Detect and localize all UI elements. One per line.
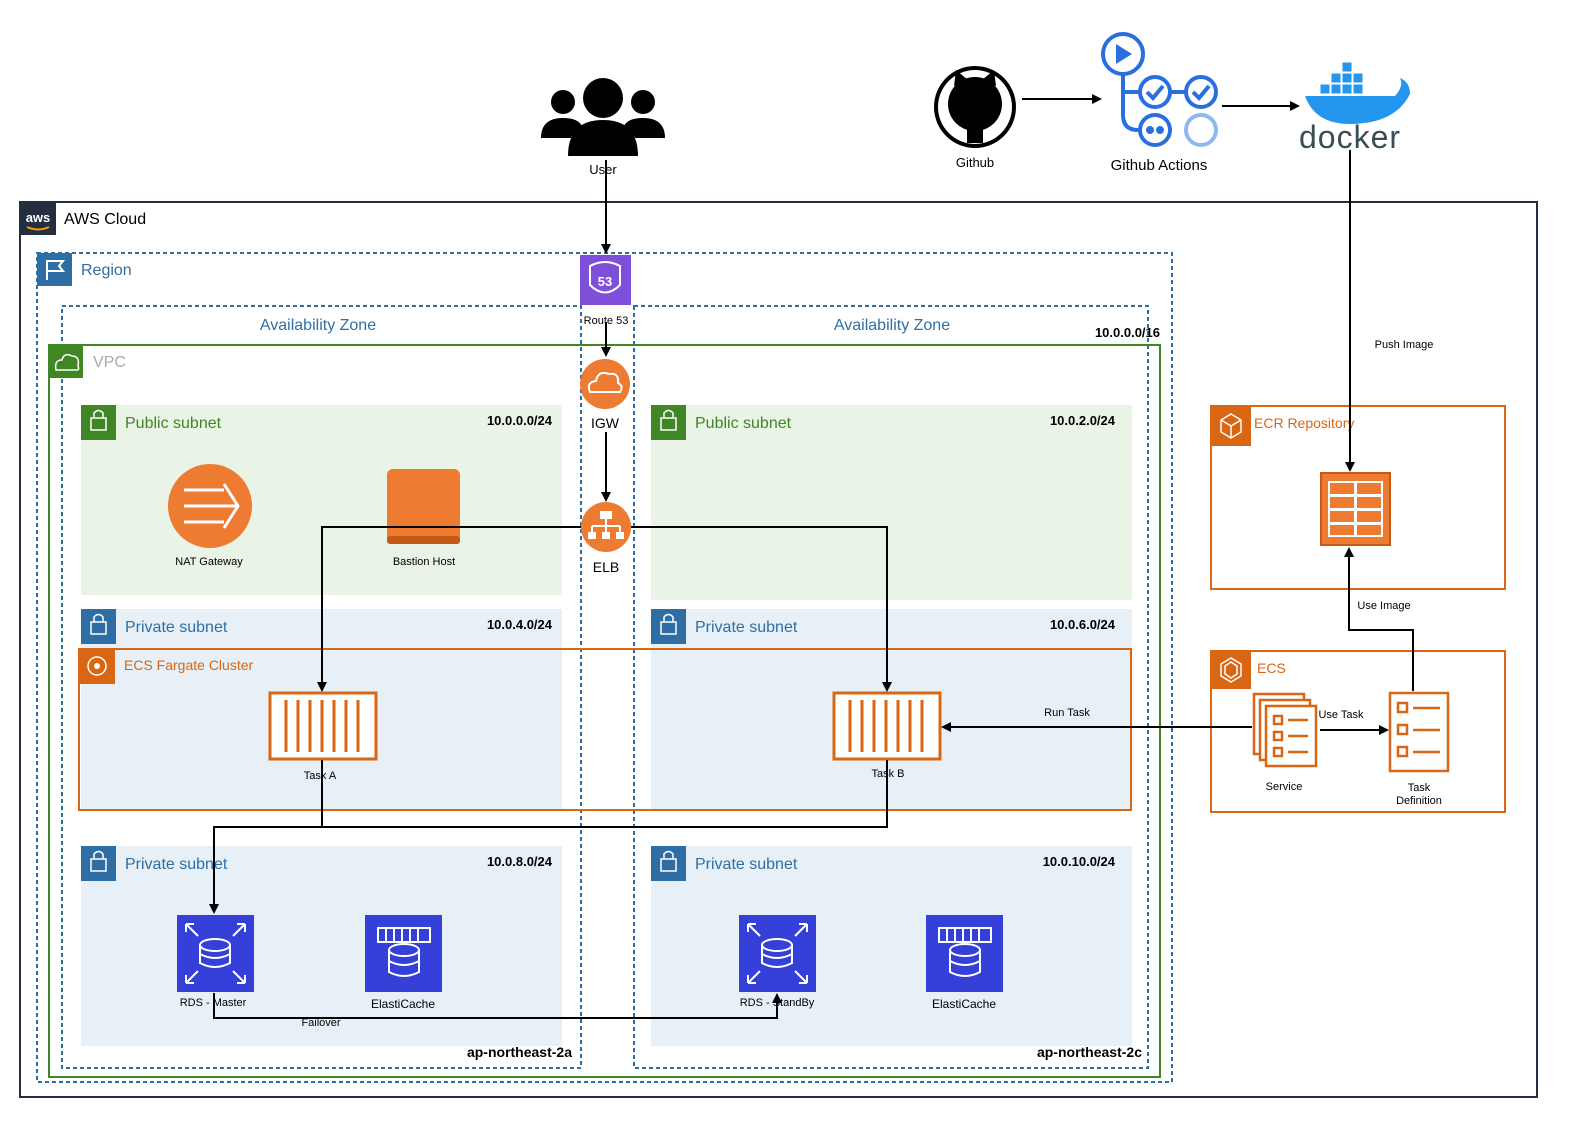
ecs-service-icon: [1252, 692, 1318, 768]
private-subnet-c2-cidr: 10.0.10.0/24: [1043, 854, 1116, 869]
ecs-fargate-cluster-group: [78, 648, 1132, 811]
ecs-icon: [1211, 651, 1251, 689]
edge-task-b-rds: [322, 760, 888, 828]
route53-badge: 53: [598, 274, 612, 289]
aws-logo-text: aws: [26, 210, 51, 225]
github-icon: [934, 66, 1016, 148]
ecs-fargate-cluster-label: ECS Fargate Cluster: [124, 657, 253, 673]
ecr-repository-label: ECR Repository: [1254, 415, 1354, 431]
docker-icon: [1305, 61, 1410, 124]
az-left-label: Availability Zone: [260, 317, 376, 334]
public-subnet-a-cidr: 10.0.0.0/24: [487, 413, 553, 428]
github-actions-label: Github Actions: [1111, 157, 1208, 174]
elasticache-c-icon: [926, 915, 1003, 992]
users-icon: [541, 78, 665, 156]
igw-icon: [580, 359, 630, 409]
task-b-icon: [832, 691, 942, 761]
public-subnet-c: Public subnet 10.0.2.0/24: [651, 405, 1132, 600]
private-subnet-c2-label: Private subnet: [695, 856, 798, 873]
push-image-label: Push Image: [1375, 339, 1434, 351]
edge-task-a-rds: [209, 760, 323, 914]
region-label: Region: [81, 262, 132, 279]
github-actions-icon: [1101, 32, 1218, 147]
az-left-name: ap-northeast-2a: [467, 1044, 572, 1060]
private-subnet-a2-label: Private subnet: [125, 856, 228, 873]
task-definition-label-1: Task: [1408, 782, 1431, 794]
igw-label: IGW: [591, 415, 620, 431]
public-subnet-a-label: Public subnet: [125, 415, 222, 432]
public-subnet-c-cidr: 10.0.2.0/24: [1050, 413, 1116, 428]
use-task-label: Use Task: [1318, 709, 1364, 721]
ecr-repository-group: [1210, 405, 1506, 590]
region-flag-icon: [37, 253, 72, 286]
elasticache-c-label: ElastiCache: [932, 997, 996, 1011]
nat-gateway-icon: [168, 464, 252, 548]
edge-elb-task-a: [317, 526, 581, 692]
elb-label: ELB: [593, 559, 619, 575]
edge-failover: [213, 993, 782, 1019]
task-definition-icon: [1388, 691, 1450, 773]
nat-gateway-label: NAT Gateway: [175, 556, 243, 568]
az-left-group: [61, 305, 582, 1069]
private-subnet-a1-cidr: 10.0.4.0/24: [487, 617, 553, 632]
private-subnet-a2-cidr: 10.0.8.0/24: [487, 854, 553, 869]
az-right-group: [633, 305, 1149, 1069]
vpc-group: [48, 344, 1161, 1078]
edge-use-image: [1344, 547, 1414, 691]
route53-label: Route 53: [584, 315, 629, 327]
route53-icon: 53: [580, 255, 631, 305]
github-label: Github: [956, 155, 994, 170]
ecs-group: [1210, 650, 1506, 813]
use-image-label: Use Image: [1357, 600, 1410, 612]
public-subnet-c-label: Public subnet: [695, 415, 792, 432]
bastion-host-label: Bastion Host: [393, 556, 455, 568]
failover-label: Failover: [301, 1017, 340, 1029]
vpc-cloud-icon: [49, 345, 83, 378]
ecs-service-label: Service: [1266, 781, 1303, 793]
user-label: User: [589, 162, 617, 177]
private-subnet-c1-label: Private subnet: [695, 619, 798, 636]
task-definition-label-2: Definition: [1396, 795, 1442, 807]
az-right-name: ap-northeast-2c: [1037, 1044, 1142, 1060]
aws-cloud-group: [19, 201, 1538, 1098]
vpc-cidr: 10.0.0.0/16: [1095, 325, 1160, 340]
connectors: [209, 94, 1414, 1019]
rds-standby-icon: [739, 915, 816, 992]
bastion-host-icon: [387, 469, 460, 544]
docker-wordmark: docker: [1299, 119, 1401, 155]
elasticache-a-icon: [365, 915, 442, 992]
edge-elb-task-b: [631, 526, 892, 692]
private-subnet-c2: Private subnet 10.0.10.0/24: [651, 846, 1132, 1046]
aws-cloud-label: AWS Cloud: [64, 211, 146, 228]
rds-master-icon: [177, 915, 254, 992]
az-right-label: Availability Zone: [834, 317, 950, 334]
task-a-label: Task A: [304, 770, 337, 782]
elb-icon: [581, 502, 631, 552]
private-subnet-a2: Private subnet 10.0.8.0/24: [81, 846, 562, 1046]
elasticache-a-label: ElastiCache: [371, 997, 435, 1011]
ecs-label: ECS: [1257, 660, 1286, 676]
vpc-label: VPC: [93, 354, 126, 371]
task-a-icon: [268, 691, 378, 761]
private-subnet-c1-cidr: 10.0.6.0/24: [1050, 617, 1116, 632]
ecr-registry-icon: [1320, 472, 1391, 546]
run-task-label: Run Task: [1044, 707, 1090, 719]
private-subnet-a1-label: Private subnet: [125, 619, 228, 636]
